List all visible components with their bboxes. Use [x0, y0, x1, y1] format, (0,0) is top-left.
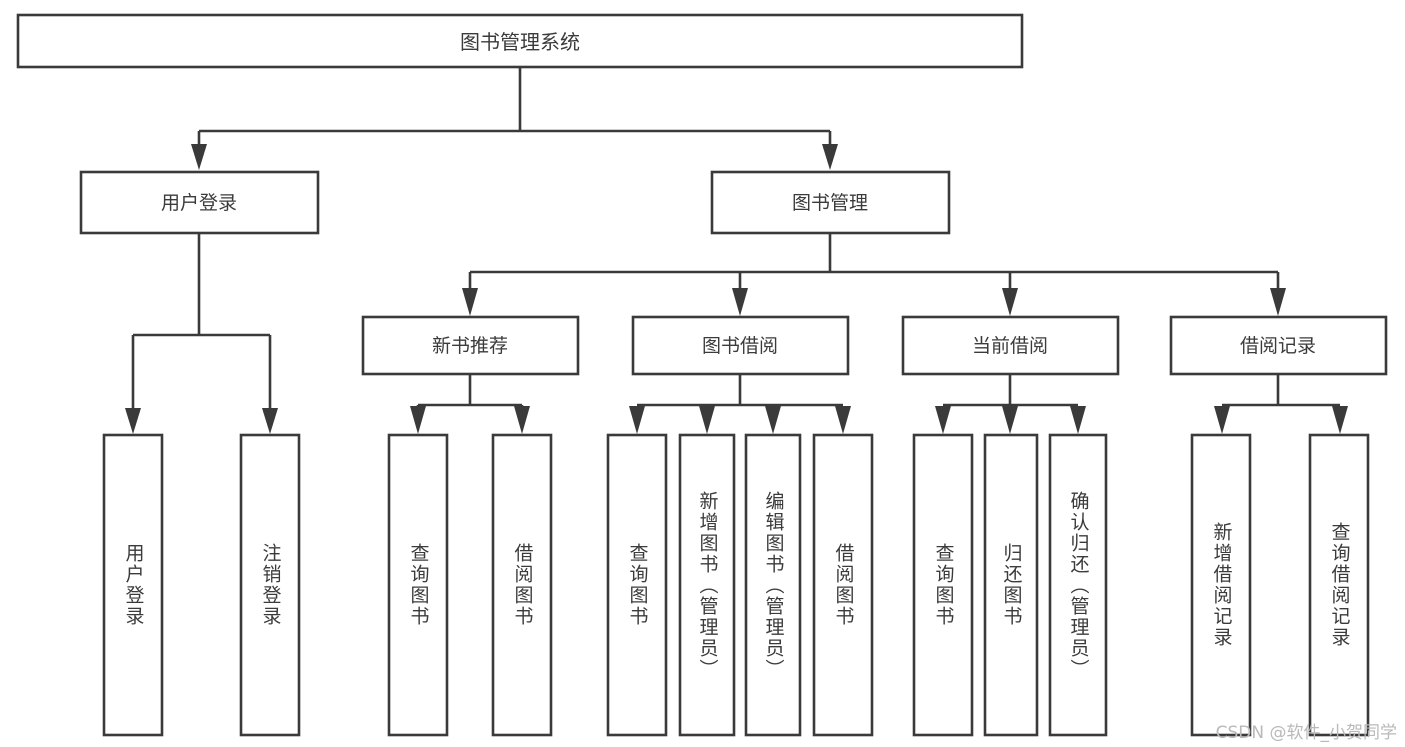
leaf-box-borrow-record-2[interactable]: [1308, 433, 1370, 737]
node-new-book-recommend[interactable]: 新书推荐: [361, 315, 580, 376]
node-current-borrow-label: 当前借阅: [972, 335, 1048, 357]
arrow-head-leaf-new-book-1: [410, 406, 426, 434]
arrow-head-leaf-new-book-2: [514, 406, 530, 434]
leaf-box-new-book-1[interactable]: [387, 433, 449, 737]
node-borrow-record[interactable]: 借阅记录: [1169, 315, 1388, 376]
arrow-head-current-borrow: [1002, 288, 1018, 316]
arrow-head-borrow-record: [1270, 288, 1286, 316]
leaf-box-current-borrow-2[interactable]: [983, 433, 1039, 737]
node-book-borrow-box[interactable]: [631, 315, 850, 376]
node-new-book-recommend-label: 新书推荐: [432, 335, 508, 357]
node-current-borrow-box[interactable]: [901, 315, 1120, 376]
leaf-box-user-login-2[interactable]: [239, 433, 301, 737]
node-book-manage-label: 图书管理: [792, 192, 868, 214]
node-book-borrow[interactable]: 图书借阅: [631, 315, 850, 376]
connector-group: [125, 67, 1348, 434]
arrow-head-leaf-borrow-record-2: [1332, 406, 1348, 434]
arrow-head-leaf-book-borrow-2: [699, 406, 715, 434]
leaf-box-current-borrow-3[interactable]: [1048, 433, 1108, 737]
leaf-box-book-borrow-2[interactable]: [678, 433, 736, 737]
leaf-box-current-borrow-1[interactable]: [912, 433, 974, 737]
arrow-head-leaf-current-borrow-3: [1070, 406, 1086, 434]
leaf-box-book-borrow-4[interactable]: [812, 433, 874, 737]
node-borrow-record-box[interactable]: [1169, 315, 1388, 376]
node-book-manage-box[interactable]: [710, 170, 951, 235]
arrow-head-leaf-borrow-record-1: [1214, 406, 1230, 434]
leaf-box-borrow-record-1[interactable]: [1190, 433, 1252, 737]
node-new-book-recommend-box[interactable]: [361, 315, 580, 376]
node-user-login-label: 用户登录: [161, 192, 237, 214]
arrow-head-leaf-user-login-2: [262, 408, 278, 434]
arrow-head-book-manage: [822, 144, 838, 170]
arrow-head-new-book-recommend: [462, 288, 478, 316]
arrow-head-leaf-book-borrow-4: [835, 406, 851, 434]
node-book-borrow-label: 图书借阅: [702, 335, 778, 357]
leaf-box-book-borrow-1[interactable]: [606, 433, 668, 737]
node-root[interactable]: 图书管理系统: [16, 13, 1024, 69]
node-current-borrow[interactable]: 当前借阅: [901, 315, 1120, 376]
leaf-box-book-borrow-3[interactable]: [744, 433, 802, 737]
arrow-head-leaf-book-borrow-3: [765, 406, 781, 434]
node-root-box[interactable]: [16, 13, 1024, 69]
arrow-head-leaf-user-login-1: [125, 408, 141, 434]
arrow-head-leaf-book-borrow-1: [629, 406, 645, 434]
arrow-head-leaf-current-borrow-2: [1002, 406, 1018, 434]
node-root-label: 图书管理系统: [460, 30, 580, 54]
arrow-head-leaf-current-borrow-1: [935, 406, 951, 434]
node-user-login-box[interactable]: [79, 170, 320, 235]
node-borrow-record-label: 借阅记录: [1240, 335, 1316, 357]
leaf-box-user-login-1[interactable]: [102, 433, 164, 737]
leaf-box-new-book-2[interactable]: [491, 433, 553, 737]
arrow-head-user-login: [191, 144, 207, 170]
node-book-manage[interactable]: 图书管理: [710, 170, 951, 235]
leaf-box-group: [102, 433, 1370, 737]
arrow-head-book-borrow: [732, 288, 748, 316]
node-user-login[interactable]: 用户登录: [79, 170, 320, 235]
